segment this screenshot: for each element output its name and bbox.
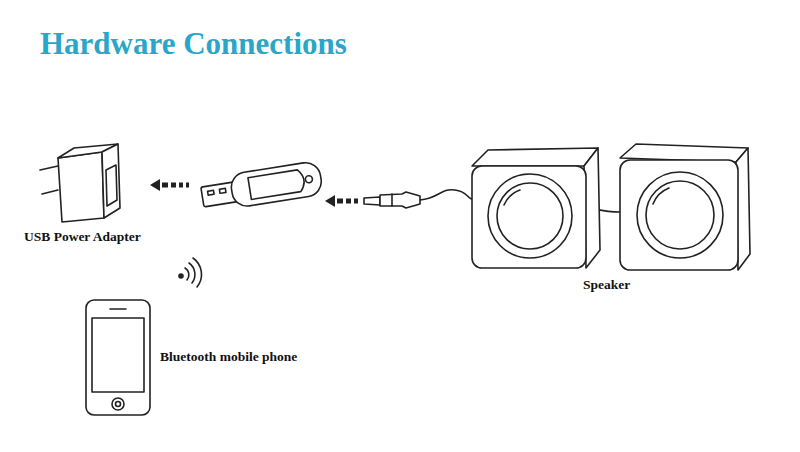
device-label: USB Power Adapter (22, 228, 143, 246)
label-text: USB Power Adapter (22, 228, 143, 246)
mobile-phone (86, 300, 150, 415)
label-text: Speaker (581, 276, 632, 294)
device-label: Speaker (581, 276, 632, 294)
bluetooth-dongle (200, 161, 324, 213)
speaker-right (620, 144, 750, 270)
wireless-signal (179, 258, 201, 287)
speaker-left (472, 148, 600, 268)
device-label: Bluetooth mobile phone (158, 348, 299, 366)
direction-arrow (325, 195, 358, 207)
label-text: Bluetooth mobile phone (158, 348, 299, 366)
usb-power-adapter (40, 144, 120, 222)
direction-arrow (150, 179, 189, 191)
diagram-title: Hardware Connections (40, 26, 347, 62)
